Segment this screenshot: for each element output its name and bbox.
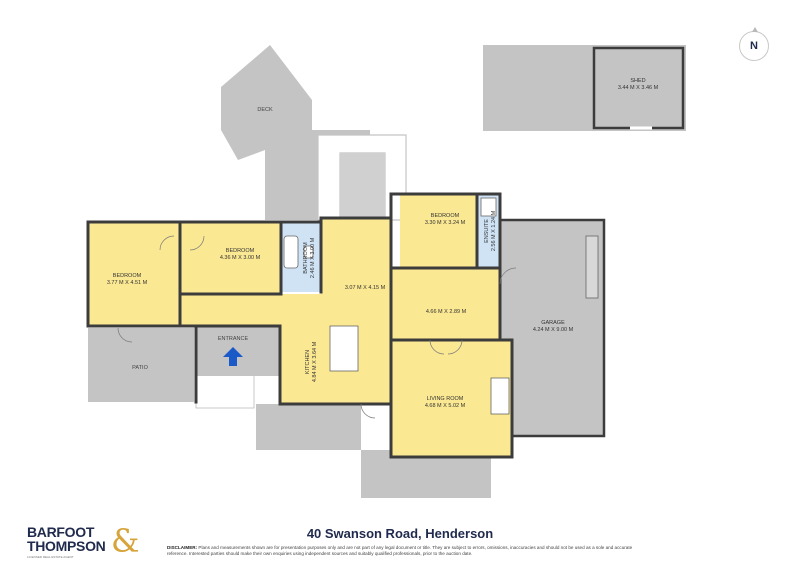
- living-dims: 4.68 M X 5.02 M: [425, 403, 466, 409]
- bedroom1-label: BEDROOM: [113, 273, 142, 279]
- entrance-arrow-icon: [223, 347, 243, 366]
- kitchen-island: [329, 325, 359, 372]
- door-patio: [117, 327, 133, 343]
- bedroom2-dims: 4.36 M X 3.00 M: [220, 255, 261, 261]
- door-living: [429, 339, 445, 355]
- fireplace: [490, 377, 510, 415]
- wall-top-west: [178, 216, 393, 224]
- brand-ampersand: &: [111, 522, 140, 560]
- wall-bedroom3: [389, 192, 479, 270]
- dining-room: [391, 268, 500, 340]
- entrance-label: ENTRANCE: [218, 336, 249, 342]
- bath-tub: [283, 235, 299, 269]
- wall-bedroom1: [86, 220, 182, 328]
- deck-stair-inner: [340, 153, 385, 220]
- fixtures: [283, 197, 599, 415]
- ensuite-label: ENSUITE: [484, 219, 490, 243]
- front-deck: [256, 404, 361, 450]
- compass-label: N: [750, 40, 758, 52]
- property-address: 40 Swanson Road, Henderson: [306, 526, 494, 541]
- patio-label: PATIO: [132, 365, 148, 371]
- brand-line1: BARFOOT: [27, 524, 95, 540]
- doors: [117, 235, 517, 419]
- garage-shelf: [585, 235, 599, 299]
- door-front: [360, 403, 376, 419]
- ensuite-dims: 2.56 M X 1.24 M: [491, 210, 497, 251]
- patio-area: [88, 328, 194, 402]
- disclaimer-body: Plans and measurements shown are for pre…: [167, 545, 633, 556]
- bedroom2-label: BEDROOM: [226, 248, 255, 254]
- disclaimer-label: DISCLAIMER:: [167, 545, 198, 550]
- garage-label: GARAGE: [541, 320, 565, 326]
- hall-room: [321, 218, 391, 320]
- wall-living: [389, 338, 514, 459]
- door-bed2: [189, 235, 205, 251]
- kitchen-label: KITCHEN: [305, 350, 311, 374]
- garage-dims: 4.24 M X 9.00 M: [533, 327, 574, 333]
- room-labels: DECK SHED 3.44 M X 3.46 M BEDROOM 3.77 M…: [107, 78, 659, 409]
- toilet: [303, 245, 314, 259]
- shed-label: SHED: [630, 78, 645, 84]
- entrance-steps: [195, 374, 255, 409]
- kitchen-dims: 4.84 M X 3.64 M: [312, 341, 318, 382]
- bathroom-label: BATHROOM: [303, 242, 309, 274]
- brand-logo: BARFOOT THOMPSON & LICENSED REAL ESTATE …: [27, 525, 147, 565]
- walls: [86, 192, 514, 459]
- bedroom1-dims: 3.77 M X 4.51 M: [107, 280, 148, 286]
- shed-dims: 3.44 M X 3.46 M: [618, 85, 659, 91]
- living-label: LIVING ROOM: [427, 396, 464, 402]
- deck-area: [221, 45, 370, 220]
- bedroom2-room: [180, 222, 281, 294]
- bedroom3-label: BEDROOM: [431, 213, 460, 219]
- wall-ensuite: [475, 192, 502, 342]
- bathroom-dims: 2.46 M X 3.00 M: [310, 237, 316, 278]
- door-garage: [499, 267, 517, 285]
- dining-dims: 4.66 M X 2.89 M: [426, 309, 467, 315]
- brand-tagline: LICENSED REAL ESTATE AGENT: [27, 555, 74, 559]
- wall-entrance: [178, 324, 393, 406]
- hall-dims: 3.07 M X 4.15 M: [345, 285, 386, 291]
- bedroom3-dims: 3.30 M X 3.24 M: [425, 220, 466, 226]
- entrance-room: [196, 326, 280, 376]
- door-living-2: [447, 339, 463, 355]
- door-bed1: [159, 235, 175, 251]
- deck-label: DECK: [257, 107, 273, 113]
- disclaimer-text: DISCLAIMER: Plans and measurements shown…: [167, 545, 647, 557]
- bedroom3-room: [400, 194, 477, 268]
- brand-line2: THOMPSON: [27, 538, 106, 554]
- compass-north-icon: N: [739, 27, 769, 61]
- outdoor-areas: [88, 45, 686, 498]
- shower: [480, 197, 497, 217]
